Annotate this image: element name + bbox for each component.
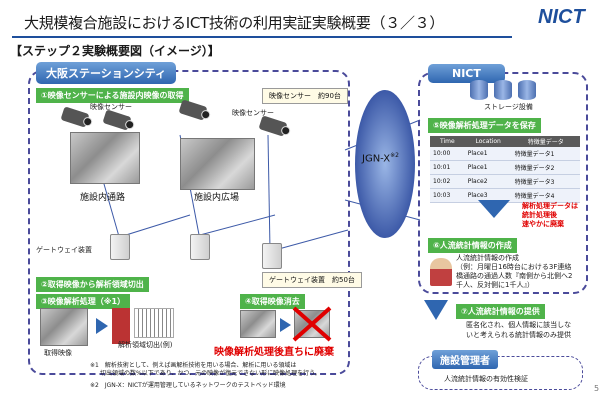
delete-arrow-icon: [280, 318, 291, 332]
network-footnote-mark: ※2: [390, 152, 399, 159]
table-cell: 10:00: [430, 147, 465, 161]
osaka-tab: 大阪ステーションシティ: [36, 62, 177, 84]
captured-video-thumbnail: [40, 308, 88, 346]
step7-label: ⑦人流統計情報の提供: [456, 304, 545, 319]
gateway-server-icon: [110, 234, 130, 260]
step1-label: ①映像センサーによる施設内映像の取得: [36, 88, 189, 103]
process-arrow-icon: [96, 318, 108, 334]
stats-line-3: 橋通路の通過人数『南側から北側へ2: [456, 272, 573, 280]
step2-label: ②取得映像から解析領域切出: [36, 277, 149, 292]
table-cell: Place3: [464, 188, 512, 203]
table-cell: 特徴量データ4: [511, 188, 580, 203]
step3-label: ③映像解析処理（※1）: [36, 294, 131, 309]
table-header: 特徴量データ: [511, 136, 580, 147]
camera-count-callout: 映像センサー 約90台: [262, 88, 348, 104]
disposal-line-3: 速やかに廃棄: [522, 220, 564, 228]
table-row: 10:03 Place3 特徴量データ4: [430, 188, 580, 203]
cut-caption: 解析領域切出(例): [118, 341, 173, 349]
disposal-line-2: 統計処理後: [522, 211, 557, 219]
footnote-2: ※2 JGN-X：NICTが運用管理しているネットワークのテストベッド環境: [90, 382, 286, 389]
link-line: [274, 229, 349, 251]
delete-source-thumbnail: [240, 310, 276, 338]
down-arrow-icon: [424, 300, 448, 320]
table-row: 10:02 Place2 特徴量データ3: [430, 174, 580, 189]
feature-grid-icon: [134, 308, 174, 338]
table-cell: 10:02: [430, 174, 465, 189]
camera-label-right: 映像センサー: [232, 109, 274, 117]
gateway-label: ゲートウェイ装置: [36, 246, 92, 254]
stats-description: 人流統計情報の作成 （例：月曜日16時台における3F連絡 橋通路の通過人数『南側…: [456, 254, 572, 290]
table-cell: 10:01: [430, 160, 465, 175]
nict-logo: NICT: [538, 6, 585, 28]
jgn-x-network-icon: [355, 90, 415, 238]
table-cell: Place1: [464, 160, 512, 175]
table-header: Time: [430, 136, 465, 147]
stats-line-2: （例：月曜日16時台における3F連絡: [456, 263, 572, 271]
stats-line-1: 人流統計情報の作成: [456, 254, 519, 262]
table-row: 10:01 Place1 特徴量データ2: [430, 160, 580, 175]
table-header: Location: [464, 136, 512, 147]
provide-line-1: 匿名化され、個人情報に該当しな: [466, 321, 572, 329]
table-cell: 特徴量データ3: [511, 174, 580, 189]
page-number: 5: [594, 384, 600, 393]
provide-description: 匿名化され、個人情報に該当しな いと考えられる統計情報のみ提供: [466, 320, 571, 340]
place-right-label: 施設内広場: [194, 193, 240, 203]
facility-manager-zone: [418, 356, 583, 390]
step6-label: ⑥人流統計情報の作成: [428, 238, 517, 253]
title-underline: [12, 36, 512, 38]
osaka-station-zone: [28, 70, 350, 375]
footnote-1: ※1 解析技術として、例えば画解析技術を用いる場合、解析に用いる領域は: [90, 362, 297, 369]
facility-manager-tab: 施設管理者: [432, 350, 498, 369]
people-icon: [430, 258, 452, 286]
delete-x-icon: [292, 306, 332, 342]
network-name: JGN-X: [362, 153, 391, 165]
table-cell: Place1: [464, 147, 512, 161]
table-cell: 10:03: [430, 188, 465, 203]
step5-label: ⑤映像解析処理データを保存: [428, 118, 541, 133]
gateway-count-callout: ゲートウェイ装置 約50台: [262, 272, 362, 288]
link-line: [199, 214, 276, 236]
table-row: 10:00 Place1 特徴量データ1: [430, 147, 580, 161]
storage-label: ストレージ設備: [484, 103, 533, 111]
storage-icon: [494, 80, 512, 100]
nict-tab: NICT: [428, 64, 505, 83]
delete-notice: 映像解析処理後直ちに廃棄: [214, 347, 334, 358]
stats-line-4: 千人、反対側に1千人』）: [456, 281, 534, 289]
table-cell: 特徴量データ1: [511, 147, 580, 161]
video-caption: 取得映像: [44, 349, 72, 357]
footnote-1b: 切出領域の数%以下であり、かつ、元の映像が復元できない形に映像処理を行う。: [100, 370, 321, 377]
disposal-line-1: 解析処理データは: [522, 202, 578, 210]
link-line: [267, 134, 271, 251]
facility-task: 人流統計情報の有効性検証: [444, 375, 528, 383]
down-arrow-icon: [478, 200, 510, 218]
slide-title: 大規模複合施設におけるICT技術の利用実証実験概要（３／３）: [24, 14, 445, 32]
table-cell: Place2: [464, 174, 512, 189]
plaza-photo: [180, 138, 255, 190]
gateway-server-icon: [262, 243, 282, 269]
provide-line-2: いと考えられる統計情報のみ提供: [466, 331, 571, 339]
camera-label-left: 映像センサー: [90, 103, 132, 111]
network-label: JGN-X※2: [362, 152, 399, 164]
corridor-photo: [70, 132, 140, 184]
table-header-row: Time Location 特徴量データ: [430, 136, 580, 147]
disposal-note: 解析処理データは 統計処理後 速やかに廃棄: [522, 202, 578, 229]
place-left-label: 施設内通路: [80, 193, 126, 203]
feature-data-table: Time Location 特徴量データ 10:00 Place1 特徴量データ…: [430, 136, 580, 203]
storage-icon: [518, 80, 536, 100]
storage-icon: [470, 80, 488, 100]
step4-label: ④取得映像消去: [240, 294, 305, 309]
gateway-server-icon: [190, 234, 210, 260]
table-cell: 特徴量データ2: [511, 160, 580, 175]
cut-area-icon: [112, 308, 130, 344]
step-heading: 【ステップ２実験概要図（イメージ）】: [10, 44, 220, 58]
